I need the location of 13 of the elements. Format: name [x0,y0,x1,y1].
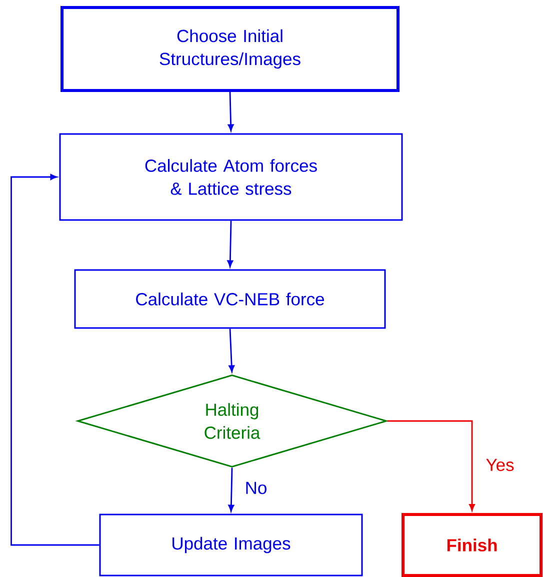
process-box: Update Images [99,514,363,576]
arrow [228,468,234,512]
arrow [227,220,234,268]
arrow [228,92,234,132]
edge-label: Yes [484,458,516,472]
start-box: Choose Initial Structures/Images [60,6,400,92]
arrow [387,420,475,511]
arrow [228,328,235,372]
process-box: Calculate Atom forces & Lattice stress [59,133,403,221]
arrow [10,174,100,546]
process-box: Calculate VC-NEB force [74,269,386,329]
end-box: Finish [402,513,542,577]
edge-label: No [244,480,268,496]
